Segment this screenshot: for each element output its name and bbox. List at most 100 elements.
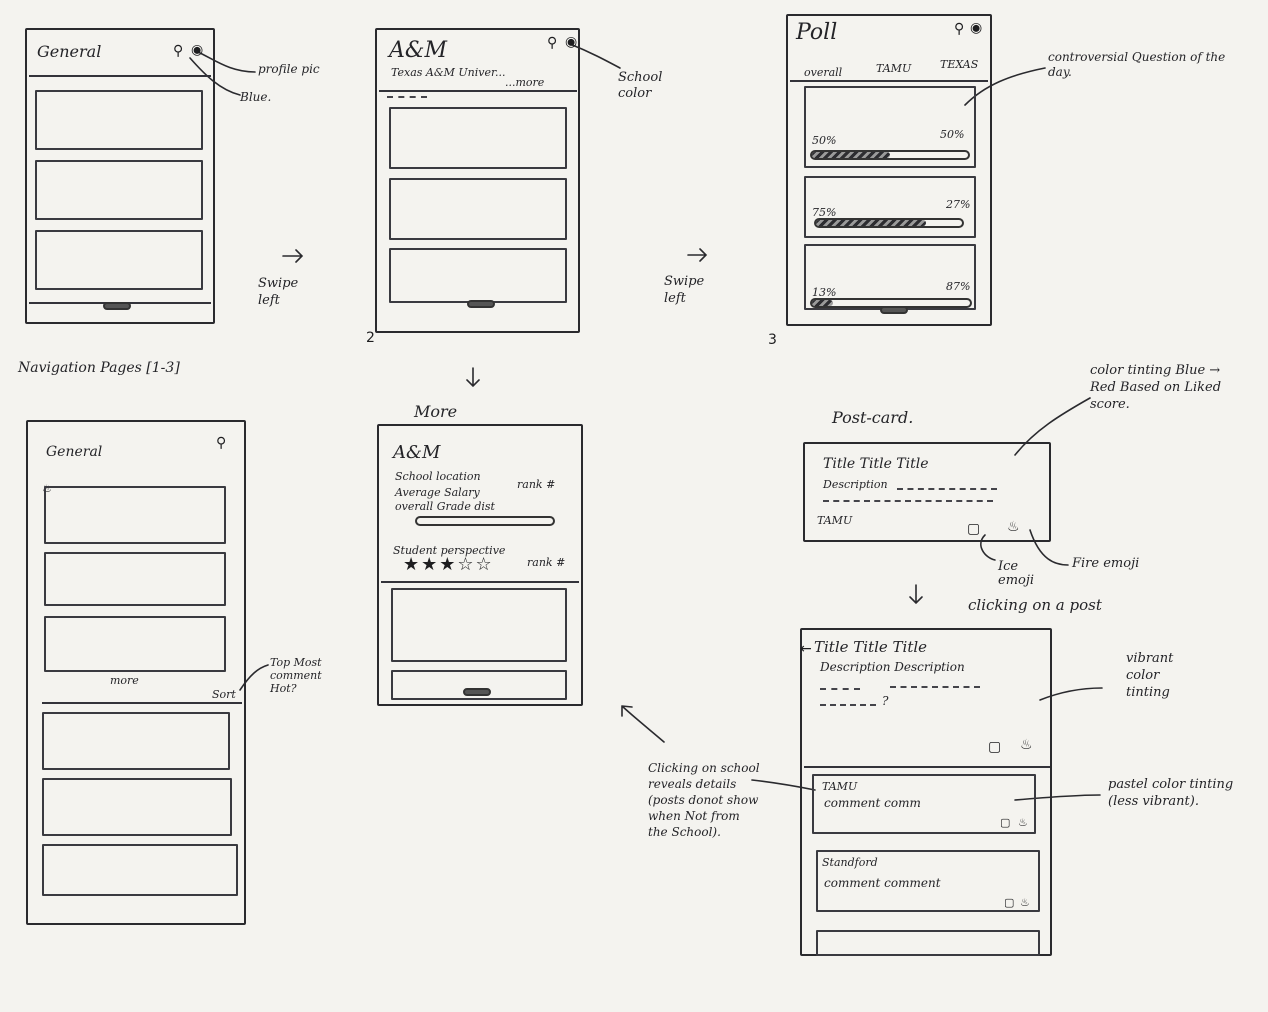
post-card[interactable] [391,670,567,700]
poll-right-pct: 27% [946,198,971,211]
more-link[interactable]: more [110,674,139,687]
comment-text: comment comm [824,796,921,810]
swipe-arrow-1 [282,249,304,263]
poll-title: Poll [796,20,838,45]
annotation-blue: Blue. [240,90,272,104]
post-card[interactable] [35,160,203,220]
detail-down-arrow [909,584,923,605]
tab-overall[interactable]: overall [804,66,843,79]
page-number-2: 2 [366,330,375,346]
screen-poll-3: Poll ⚲ ◉ overall TAMU TEXAS 50% 50% 75% … [786,14,992,326]
screen-more: A&M School location Average Salary rank … [377,424,583,706]
poll-left-pct: 13% [812,286,837,299]
post-card[interactable] [44,616,226,672]
annotation-ice: Ice emoji [998,559,1035,588]
screen-general-1: General ⚲ ◉ [25,28,215,324]
poll-left-pct: 75% [812,206,837,219]
post-title: Title Title Title [823,456,929,472]
comment-text: comment comment [824,876,941,890]
screen-post-detail: ← Title Title Title Description Descript… [800,628,1052,956]
poll-card[interactable]: 75% 27% [804,176,976,238]
profile-pic-icon[interactable]: ◉ [970,20,983,36]
post-card-heading: Post-card. [832,408,914,427]
post-card-example[interactable]: Title Title Title Description TAMU ▢ ♨ [803,442,1051,542]
annotation-profile-pic: profile pic [258,62,320,76]
poll-bar [810,150,970,160]
page-title: General [37,42,102,61]
post-card[interactable] [42,844,238,896]
annotation-question: controversial Question of the day. [1048,50,1226,79]
ice-icon[interactable]: ▢ [967,521,981,537]
back-arrow-icon[interactable]: ← [800,641,812,657]
sort-button[interactable]: Sort [212,688,236,701]
profile-pic-icon[interactable]: ◉ [191,42,204,58]
comment-author[interactable]: Standford [822,856,878,869]
school-subtitle: Texas A&M Univer... [391,66,506,79]
student-perspective: Student perspective [393,544,506,557]
page-number-3: 3 [768,332,777,348]
post-card[interactable] [42,712,230,770]
fire-icon[interactable]: ♨ [1018,816,1028,829]
post-card[interactable] [44,486,226,544]
comment-card[interactable] [816,930,1040,956]
post-detail-heading: clicking on a post [968,596,1102,614]
comment-card[interactable]: TAMU comment comm ▢ ♨ [812,774,1036,834]
school-title: A&M [389,38,447,63]
screen-general-4: General ⚲ ♨ more Sort [26,420,246,925]
annotation-fire: Fire emoji [1072,556,1140,571]
more-heading: More [414,402,458,421]
navigation-caption: Navigation Pages [1-3] [18,360,180,376]
post-card[interactable] [35,90,203,150]
post-card[interactable] [44,552,226,606]
star-rating: ★★★☆☆ [403,554,494,575]
poll-bar [814,218,964,228]
swipe-arrow-2 [687,248,708,262]
annotation-pastel: pastel color tinting (less vibrant). [1108,777,1234,809]
poll-card[interactable]: 50% 50% [804,86,976,168]
school-location: School location [395,470,481,483]
page-dots [103,302,131,310]
fire-icon[interactable]: ♨ [1007,519,1020,535]
fire-icon[interactable]: ♨ [1020,896,1030,909]
tab-texas[interactable]: TEXAS [940,58,979,71]
ice-icon[interactable]: ▢ [1000,816,1011,829]
post-card[interactable] [391,588,567,662]
search-icon[interactable]: ⚲ [216,435,227,451]
comment-author[interactable]: TAMU [822,780,858,793]
grade-distribution: overall Grade dist [395,500,495,513]
ice-icon[interactable]: ▢ [1004,896,1015,909]
swipe-label-2: Swipe left [664,274,705,306]
comment-card[interactable]: Standford comment comment ▢ ♨ [816,850,1040,912]
annotation-vibrant: vibrant color tinting [1126,651,1174,700]
post-question-mark: ? [882,694,889,708]
search-icon[interactable]: ⚲ [173,43,184,59]
search-icon[interactable]: ⚲ [954,21,965,37]
post-card[interactable] [35,230,203,290]
annotation-school-click: Clicking on school reveals details (post… [648,761,760,839]
more-link[interactable]: ...more [505,76,545,89]
screen-school-2: A&M Texas A&M Univer... ...more ⚲ ◉ [375,28,580,333]
post-card[interactable] [389,248,567,303]
post-card[interactable] [389,178,567,240]
fire-icon: ♨ [42,482,52,495]
tab-tamu[interactable]: TAMU [876,62,912,75]
ice-icon[interactable]: ▢ [988,739,1002,755]
page-dots [880,306,908,314]
poll-right-pct: 87% [946,280,971,293]
rank-2: rank # [527,556,566,569]
post-card[interactable] [389,107,567,169]
poll-left-pct: 50% [812,134,837,147]
profile-pic-icon[interactable]: ◉ [565,34,578,50]
post-description: Description [823,478,888,491]
page-dots [467,300,495,308]
annotation-school-color: School color [618,70,663,101]
grade-distribution-bar [415,516,555,526]
average-salary: Average Salary [395,486,480,499]
poll-card[interactable]: 13% 87% [804,244,976,310]
page-title: General [46,444,103,460]
post-card[interactable] [42,778,232,836]
search-icon[interactable]: ⚲ [547,35,558,51]
school-tag[interactable]: TAMU [817,514,853,527]
fire-icon[interactable]: ♨ [1020,737,1033,753]
page-dots [463,688,491,696]
